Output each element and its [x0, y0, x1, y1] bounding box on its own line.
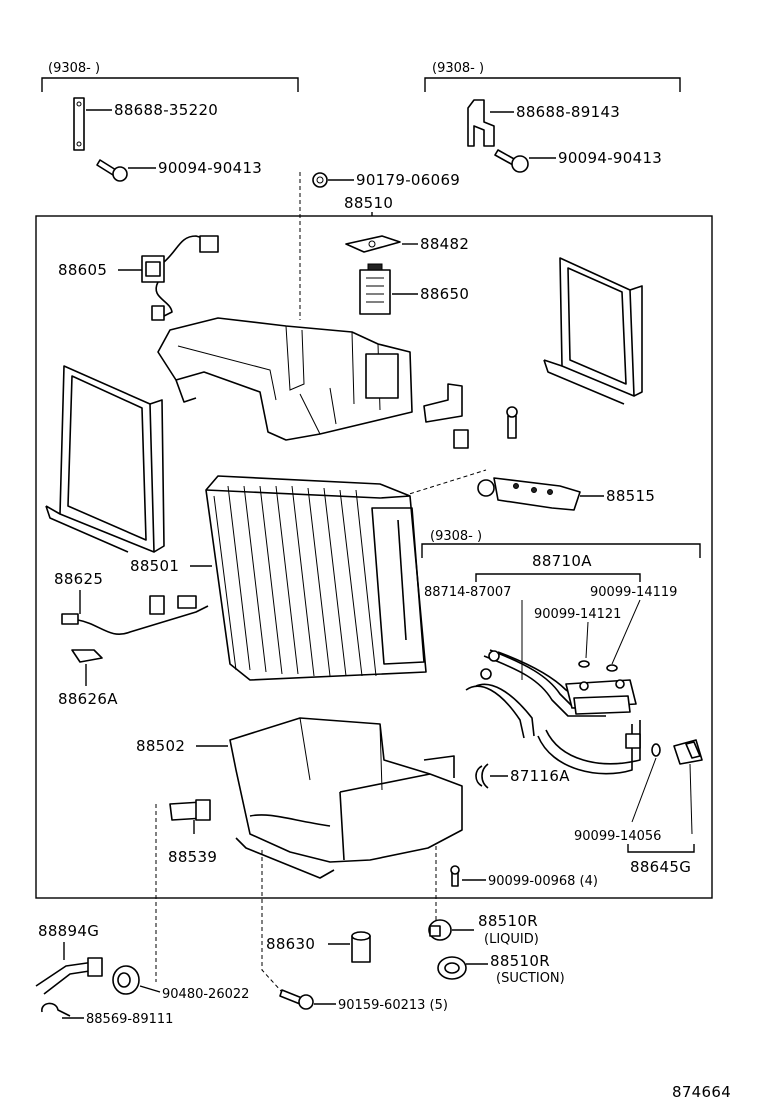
label-88569-89111: 88569-89111	[86, 1012, 173, 1027]
range-bracket-mid	[421, 543, 701, 558]
screw-90094-90413-left[interactable]	[96, 159, 128, 182]
label-88714-87007: 88714-87007	[424, 585, 511, 600]
label-88688-89143: 88688-89143	[516, 103, 620, 121]
filter-frame-right[interactable]	[543, 257, 643, 405]
screw-center[interactable]	[506, 406, 518, 439]
label-90179-06069: 90179-06069	[356, 171, 460, 189]
switch-88645G[interactable]	[673, 739, 703, 765]
lower-case-88502[interactable]	[229, 717, 463, 879]
clip-87116A[interactable]	[475, 763, 489, 789]
expansion-valve[interactable]	[565, 679, 637, 715]
clip-88626A[interactable]	[71, 649, 103, 663]
leader-90480-26022	[139, 985, 161, 993]
grommet-90480-26022[interactable]	[112, 965, 140, 995]
label-90159-60213: 90159-60213 (5)	[338, 998, 448, 1013]
label-90094-90413-left: 90094-90413	[158, 159, 262, 177]
dash-90159-60213	[261, 850, 283, 993]
leader-88645G-a	[689, 763, 693, 835]
pipe-88714-87007[interactable]	[465, 649, 606, 739]
bracket-small-center[interactable]	[423, 383, 469, 449]
date-range-mid: (9308- )	[430, 529, 482, 544]
range-bracket-left	[41, 77, 299, 92]
label-88605: 88605	[58, 261, 107, 279]
leader-90099-14119	[611, 599, 641, 665]
cap-88510R-suction[interactable]	[437, 956, 467, 980]
leader-90099-14056	[631, 757, 657, 823]
group-bracket-right: (9308- ) 88688-89143 90094-90413	[424, 61, 681, 173]
date-range-left: (9308- )	[48, 61, 100, 76]
tube-lower-right[interactable]	[537, 720, 641, 775]
label-88501: 88501	[130, 557, 179, 575]
o-ring-90099-14121[interactable]	[578, 660, 590, 668]
o-ring-90099-14119[interactable]	[606, 664, 618, 672]
connector-88605[interactable]	[141, 235, 219, 321]
cap-88510R-liquid[interactable]	[428, 919, 452, 941]
label-suction: (SUCTION)	[496, 971, 565, 986]
leader-90099-14121	[585, 621, 589, 659]
part-88630[interactable]	[351, 931, 371, 963]
label-88482: 88482	[420, 235, 469, 253]
sensor-wire-88625[interactable]	[61, 595, 209, 635]
label-88539: 88539	[168, 848, 217, 866]
label-88625: 88625	[54, 570, 103, 588]
label-90099-14121: 90099-14121	[534, 607, 621, 622]
label-90099-14056: 90099-14056	[574, 829, 661, 844]
label-88645G: 88645G	[630, 858, 691, 876]
resistor-88650[interactable]	[359, 263, 391, 315]
upper-case[interactable]	[157, 317, 413, 441]
label-88894G: 88894G	[38, 922, 99, 940]
label-88710A: 88710A	[532, 552, 592, 570]
nut-90179-06069[interactable]	[312, 172, 328, 188]
label-88510: 88510	[344, 194, 393, 212]
label-88630: 88630	[266, 935, 315, 953]
label-90094-90413-right: 90094-90413	[558, 149, 662, 167]
date-range-right: (9308- )	[432, 61, 484, 76]
label-90099-14119: 90099-14119	[590, 585, 677, 600]
assembly-frame-88510	[35, 215, 713, 899]
bracket-88710A	[475, 573, 641, 582]
drain-88539[interactable]	[169, 799, 211, 821]
label-liquid: (LIQUID)	[484, 932, 539, 947]
label-88688-35220: 88688-35220	[114, 101, 218, 119]
evaporator-core-88501[interactable]	[205, 475, 427, 681]
bracket-88688-89143[interactable]	[467, 99, 495, 147]
label-87116A: 87116A	[510, 767, 570, 785]
strap-88688-35220[interactable]	[73, 97, 85, 151]
label-88626A: 88626A	[58, 690, 118, 708]
screw-90094-90413-right[interactable]	[494, 149, 529, 173]
label-88510R-liquid: 88510R	[478, 912, 538, 930]
screw-90159-60213[interactable]	[279, 989, 314, 1010]
label-90480-26022: 90480-26022	[162, 987, 249, 1002]
bolt-90099-00968[interactable]	[450, 865, 460, 887]
range-bracket-right	[424, 77, 681, 92]
label-88502: 88502	[136, 737, 185, 755]
hose-88894G[interactable]	[35, 957, 103, 995]
label-88510R-suction: 88510R	[490, 952, 550, 970]
o-ring-90099-14056[interactable]	[651, 743, 661, 757]
group-bracket-left: (9308- ) 88688-35220 90094-90413	[41, 61, 299, 182]
plate-88482[interactable]	[345, 235, 401, 253]
clamp-88569-89111[interactable]	[41, 1002, 71, 1017]
filter-frame-left[interactable]	[45, 365, 165, 553]
bracket-88645G	[627, 844, 695, 853]
label-88515: 88515	[606, 487, 655, 505]
label-90099-00968: 90099-00968 (4)	[488, 874, 598, 889]
diagram-number: 874664	[672, 1083, 731, 1101]
thermistor-88515[interactable]	[477, 477, 581, 511]
label-88650: 88650	[420, 285, 469, 303]
